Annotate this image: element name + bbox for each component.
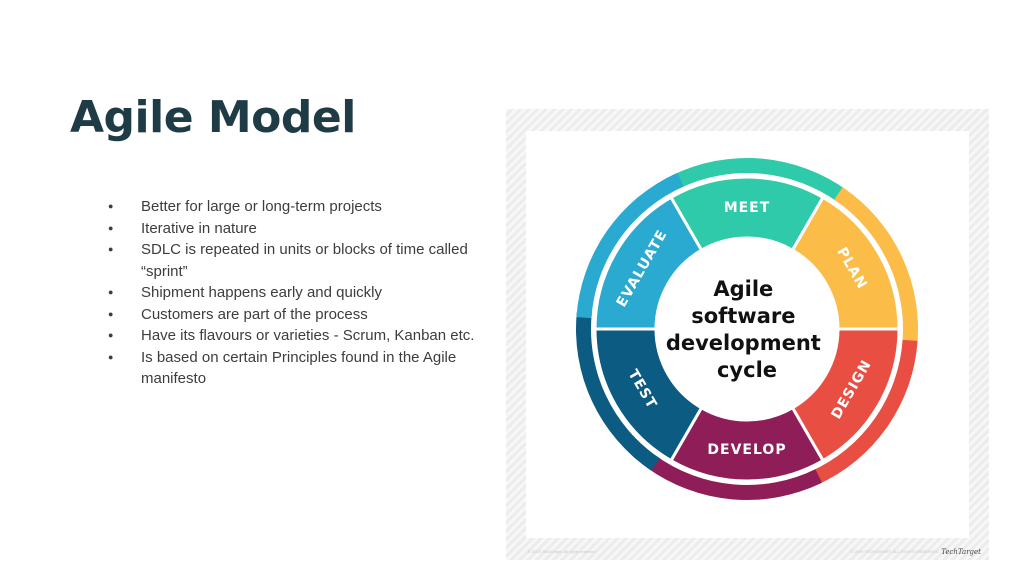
bullet-item: Customers are part of the process xyxy=(108,304,498,326)
segment-label-meet: MEET xyxy=(724,200,771,216)
bullet-item: Is based on certain Principles found in … xyxy=(108,347,498,390)
figure-credit: © 2019 TechTarget. All rights reserved xyxy=(528,549,596,554)
outer-arc-meet xyxy=(672,158,848,203)
techtarget-logo: TechTarget xyxy=(941,548,981,556)
center-title: Agile software development cycle xyxy=(666,277,828,382)
center-line: software xyxy=(691,304,795,328)
outer-arc-plan xyxy=(834,187,918,347)
slide-title: Agile Model xyxy=(70,92,356,143)
bullet-item: Better for large or long-term projects xyxy=(108,196,498,218)
outer-arc-develop xyxy=(646,455,822,500)
bullet-item: Shipment happens early and quickly xyxy=(108,282,498,304)
segment-label-develop: DEVELOP xyxy=(707,442,786,458)
center-line: cycle xyxy=(717,358,777,382)
outer-arc-design xyxy=(810,339,918,486)
bullet-item: SDLC is repeated in units or blocks of t… xyxy=(108,239,498,282)
cycle-segments xyxy=(593,175,901,483)
center-circle xyxy=(658,240,836,418)
segment-evaluate xyxy=(593,195,704,331)
outer-arc-test xyxy=(576,311,660,471)
figure-copyright: © 2019 TECHTARGET. ALL RIGHTS RESERVED xyxy=(850,549,939,554)
center-line: development xyxy=(666,331,821,355)
bullet-item: Have its flavours or varieties - Scrum, … xyxy=(108,325,498,347)
bullet-item: Iterative in nature xyxy=(108,218,498,240)
outer-arcs xyxy=(576,158,918,500)
center-line: Agile xyxy=(713,277,773,301)
bullet-list: Better for large or long-term projects I… xyxy=(108,196,498,390)
outer-arc-evaluate xyxy=(576,172,684,319)
